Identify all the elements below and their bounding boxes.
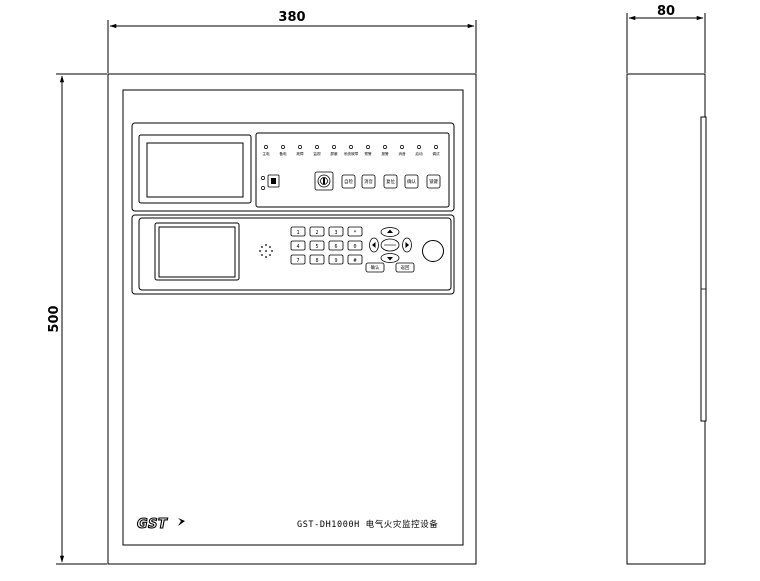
width-dimension-label: 380 bbox=[278, 10, 305, 25]
control-button[interactable] bbox=[383, 174, 398, 189]
indicator-label: 系统故障 bbox=[344, 151, 359, 156]
lower-module: 1 2 3 * 4 5 6 0 7 8 9 # 确认 返回 bbox=[131, 214, 455, 295]
indicator-led bbox=[417, 145, 421, 149]
cabinet-side-view bbox=[626, 73, 707, 565]
keypad-key[interactable] bbox=[347, 226, 363, 237]
keypad-key[interactable] bbox=[328, 254, 344, 265]
round-knob[interactable] bbox=[422, 240, 444, 262]
keypad-key-label: # bbox=[353, 258, 356, 264]
lock-icon bbox=[314, 171, 334, 191]
indicator-label: 主电 bbox=[262, 151, 270, 156]
keypad-key[interactable] bbox=[290, 226, 306, 237]
control-button-label: 自检 bbox=[344, 178, 353, 185]
key-switch-icon bbox=[261, 174, 280, 190]
side-hinge-strip bbox=[700, 116, 707, 422]
indicator-led bbox=[434, 145, 438, 149]
cabinet-front-view: 主电备电故障监视屏蔽系统故障预警报警消音启动调试 自检消音复位确认锁键 bbox=[107, 73, 477, 565]
keypad-key-label: * bbox=[353, 230, 356, 236]
keypad-key-label: 6 bbox=[334, 244, 337, 250]
control-buttons: 自检 消音 复位 确认 锁键 bbox=[341, 174, 441, 189]
indicator-label: 调试 bbox=[432, 151, 440, 156]
indicator-led bbox=[264, 145, 268, 149]
indicator-led bbox=[332, 145, 336, 149]
control-button[interactable] bbox=[426, 174, 441, 189]
keypad-key[interactable] bbox=[309, 226, 325, 237]
back-key-label: 返回 bbox=[401, 264, 410, 271]
keypad-key[interactable] bbox=[347, 254, 363, 265]
keypad-key-label: 2 bbox=[315, 230, 318, 236]
keypad-key-label: 9 bbox=[334, 258, 337, 264]
logo-text: GST bbox=[137, 517, 168, 532]
keypad-key[interactable] bbox=[290, 254, 306, 265]
confirm-key[interactable] bbox=[365, 262, 385, 273]
control-button-label: 消音 bbox=[364, 178, 373, 185]
indicator-label: 监视 bbox=[313, 151, 321, 156]
indicator-led bbox=[349, 145, 353, 149]
keypad-key[interactable] bbox=[328, 240, 344, 251]
keypad-key-label: 5 bbox=[315, 244, 318, 250]
keypad-key-label: 8 bbox=[315, 258, 318, 264]
indicator-label: 消音 bbox=[398, 151, 406, 156]
keypad-key[interactable] bbox=[290, 240, 306, 251]
keypad-key-label: 4 bbox=[296, 244, 299, 250]
keypad: 1 2 3 * 4 5 6 0 7 8 9 # bbox=[290, 226, 363, 265]
control-button[interactable] bbox=[404, 174, 419, 189]
indicator-label: 屏蔽 bbox=[330, 151, 338, 156]
width-dimension: 380 bbox=[107, 10, 477, 73]
upper-module: 主电备电故障监视屏蔽系统故障预警报警消音启动调试 自检消音复位确认锁键 bbox=[131, 122, 455, 212]
height-dimension-label: 500 bbox=[47, 305, 62, 332]
control-button-label: 确认 bbox=[407, 178, 416, 185]
keypad-key-label: 3 bbox=[334, 230, 337, 236]
nav-pad: 确认 返回 bbox=[365, 227, 415, 273]
indicator-led bbox=[400, 145, 404, 149]
back-key[interactable] bbox=[395, 262, 415, 273]
indicator-led bbox=[298, 145, 302, 149]
indicator-panel bbox=[255, 132, 450, 208]
keypad-key-label: 0 bbox=[353, 244, 356, 250]
indicator-led bbox=[366, 145, 370, 149]
control-button-label: 复位 bbox=[386, 178, 395, 185]
depth-dimension-label: 80 bbox=[657, 4, 675, 19]
depth-dimension: 80 bbox=[626, 4, 706, 73]
lcd-screen-top bbox=[146, 142, 244, 198]
keypad-key[interactable] bbox=[309, 240, 325, 251]
indicator-row: 主电 备电 故障 监视 屏蔽 系统故障预警 报警 消音 启动 调试 bbox=[262, 145, 440, 156]
indicator-led bbox=[315, 145, 319, 149]
control-button[interactable] bbox=[341, 174, 356, 189]
indicator-led bbox=[383, 145, 387, 149]
speaker-grille bbox=[259, 244, 273, 258]
lcd-screen-bottom bbox=[158, 226, 236, 278]
keypad-key[interactable] bbox=[309, 254, 325, 265]
indicator-label: 预警 bbox=[364, 151, 372, 156]
keypad-key-label: 7 bbox=[296, 258, 299, 264]
confirm-key-label: 确认 bbox=[371, 264, 380, 271]
control-button[interactable] bbox=[361, 174, 376, 189]
indicator-label: 备电 bbox=[279, 151, 287, 156]
control-button-label: 锁键 bbox=[429, 178, 438, 185]
model-label: GST-DH1000H 电气火灾监控设备 bbox=[297, 519, 438, 530]
keypad-key[interactable] bbox=[328, 226, 344, 237]
keypad-key-label: 1 bbox=[296, 230, 299, 236]
indicator-led bbox=[281, 145, 285, 149]
indicator-label: 启动 bbox=[415, 151, 423, 156]
height-dimension: 500 bbox=[47, 73, 107, 565]
indicator-label: 报警 bbox=[381, 151, 389, 156]
indicator-label: 故障 bbox=[296, 151, 304, 156]
brand-logo: GST bbox=[136, 516, 185, 533]
keypad-key[interactable] bbox=[347, 240, 363, 251]
